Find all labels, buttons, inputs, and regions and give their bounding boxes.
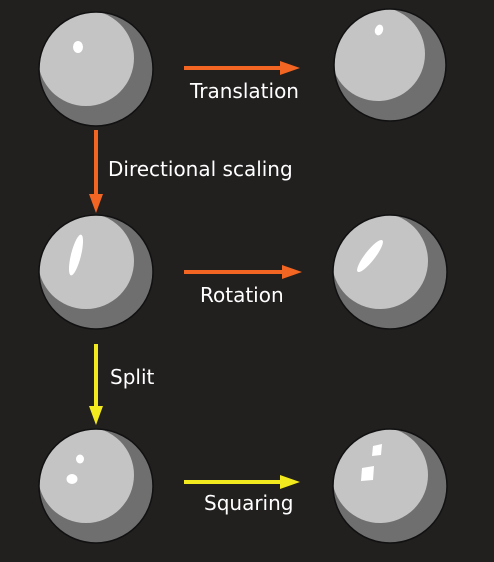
translation-arrow [184,61,300,75]
highlight-elongated [68,234,84,276]
sphere-squared [332,428,448,544]
highlight-square-upper [372,444,382,456]
rotation-label: Rotation [200,283,284,307]
split-arrow [89,344,103,425]
directional-scaling-label: Directional scaling [108,157,293,181]
highlight-square-lower [361,466,374,481]
highlight-spot-lower [66,474,78,484]
split-label: Split [110,365,155,389]
highlight-elongated [357,239,383,273]
highlight-spot [374,24,384,36]
sphere-split [38,428,154,544]
translation-label: Translation [190,79,299,103]
highlight-spot [73,41,83,53]
squaring-arrow [184,475,300,489]
highlight-spot-upper [76,454,84,464]
directional-scaling-arrow [89,130,103,213]
sphere-scaled [38,214,154,330]
sphere-original [38,11,154,127]
sphere-translated [333,8,447,122]
rotation-arrow [184,265,302,279]
sphere-rotated [332,214,448,330]
squaring-label: Squaring [204,491,294,515]
